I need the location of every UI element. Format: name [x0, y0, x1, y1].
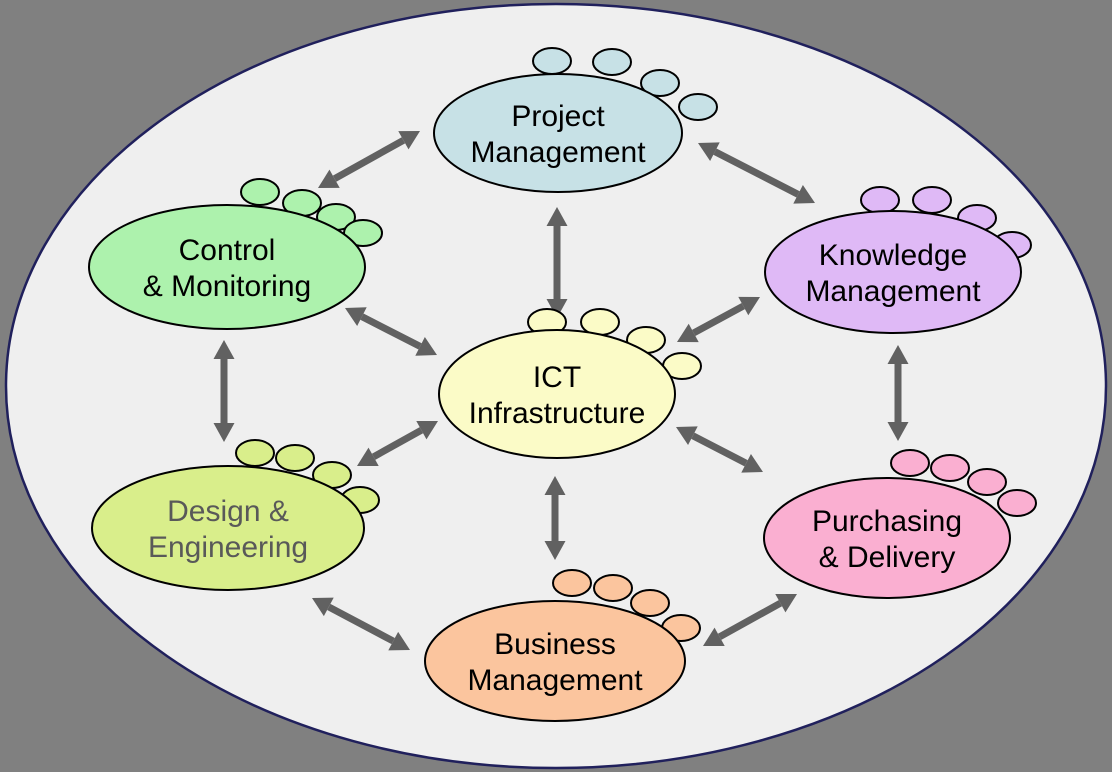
connector-purchasing-delivery--business-management	[703, 594, 797, 646]
node-purchasing-delivery: Purchasing& Delivery	[763, 449, 1037, 599]
node-label-line: Management	[467, 664, 643, 697]
arrow-head	[416, 421, 438, 440]
connector-design-engineering--business-management	[312, 597, 410, 651]
toe-circle	[235, 439, 275, 467]
node-label-line: Engineering	[148, 531, 308, 564]
node-ellipse	[764, 210, 1022, 334]
toe-circle	[678, 93, 718, 121]
arrow-head	[677, 323, 699, 343]
node-ellipse	[433, 73, 683, 193]
arrow-head	[318, 169, 340, 188]
connector-project-management--ict-infrastructure	[546, 207, 568, 318]
node-label-line: Control	[179, 234, 276, 267]
node-label-line: ICT	[533, 361, 581, 394]
node-label-line: Project	[511, 100, 605, 133]
toe-circle	[275, 444, 315, 472]
toe-circle	[967, 468, 1007, 496]
toe-circle	[592, 48, 632, 76]
toe-circle	[890, 449, 930, 477]
arrow-head	[213, 423, 235, 442]
arrow-shaft	[691, 432, 748, 467]
arrow-head	[703, 627, 725, 646]
node-ellipse	[424, 600, 686, 722]
arrow-head	[357, 447, 379, 466]
connector-ict-infrastructure--knowledge-management	[677, 296, 760, 343]
toe-circle	[532, 47, 572, 75]
toe-circle	[640, 69, 680, 97]
connector-knowledge-management--purchasing-delivery	[887, 345, 909, 441]
arrow-head	[546, 299, 568, 318]
node-design-engineering: Design &Engineering	[91, 439, 380, 591]
node-ellipse	[88, 204, 366, 330]
node-ellipse	[438, 329, 676, 459]
node-label-line: Management	[805, 275, 981, 308]
arrow-shaft	[332, 137, 406, 182]
arrow-head	[775, 594, 797, 613]
arrow-shaft	[371, 427, 424, 460]
connector-project-management--knowledge-management	[698, 142, 815, 204]
arrow-head	[388, 631, 410, 651]
arrow-shaft	[327, 603, 395, 645]
connector-ict-infrastructure--business-management	[544, 476, 566, 560]
arrow-head	[698, 142, 720, 162]
node-label-line: Purchasing	[812, 505, 962, 538]
node-label-line: Knowledge	[819, 239, 967, 272]
toe-circle	[930, 454, 970, 482]
connector-control-monitoring--design-engineering	[213, 340, 235, 442]
arrow-head	[738, 296, 760, 316]
arrow-head	[676, 426, 698, 446]
arrow-head	[793, 184, 815, 204]
node-label-line: Infrastructure	[469, 397, 646, 430]
toe-circle	[912, 186, 952, 214]
arrow-head	[415, 337, 437, 356]
toe-circle	[860, 186, 900, 214]
arrow-head	[544, 476, 566, 495]
arrow-shaft	[713, 148, 800, 198]
node-label-line: Business	[494, 628, 616, 661]
arrow-head	[544, 541, 566, 560]
arrow-shaft	[717, 600, 783, 640]
arrow-head	[546, 207, 568, 226]
arrow-head	[887, 422, 909, 441]
arrow-shaft	[360, 313, 422, 350]
arrow-head	[398, 131, 420, 150]
arrow-head	[213, 340, 235, 359]
node-label-line: Management	[470, 136, 646, 169]
arrow-head	[887, 345, 909, 364]
node-ellipse	[763, 477, 1011, 599]
arrow-shaft	[692, 302, 745, 337]
arrow-head	[741, 453, 763, 473]
node-ellipse	[91, 465, 365, 591]
connector-control-monitoring--project-management	[318, 131, 420, 188]
connector-ict-infrastructure--purchasing-delivery	[676, 426, 763, 473]
toe-circle	[630, 589, 670, 617]
connector-design-engineering--ict-infrastructure	[357, 421, 438, 466]
node-label-line: Design &	[167, 495, 289, 528]
node-label-line: & Delivery	[819, 541, 956, 574]
toe-circle	[997, 489, 1037, 517]
arrow-head	[312, 597, 334, 617]
toe-circle	[593, 574, 633, 602]
connector-control-monitoring--ict-infrastructure	[345, 307, 437, 356]
toe-circle	[552, 569, 592, 597]
arrow-head	[345, 307, 367, 326]
toe-circle	[240, 178, 280, 206]
node-label-line: & Monitoring	[143, 270, 311, 303]
node-control-monitoring: Control& Monitoring	[88, 178, 383, 330]
